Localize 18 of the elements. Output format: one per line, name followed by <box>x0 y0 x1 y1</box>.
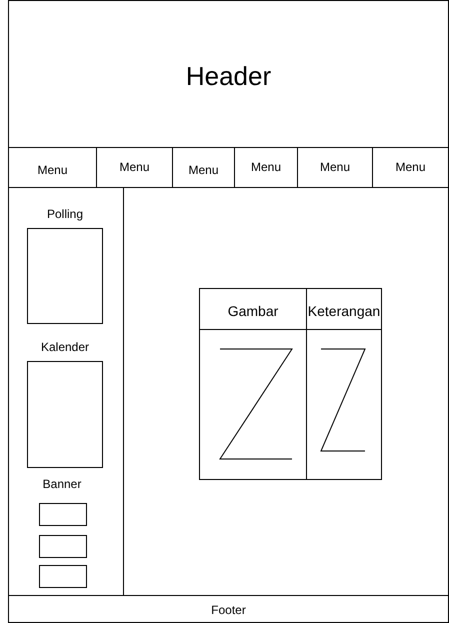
section-heading: Kalender <box>40 340 90 354</box>
column-heading: Gambar <box>226 303 280 319</box>
banner-box <box>39 503 87 526</box>
header-section <box>8 0 449 148</box>
column-heading: Keterangan <box>307 303 381 319</box>
section-label: Menu <box>118 160 151 174</box>
section-label: Footer <box>210 603 247 617</box>
section-label: Menu <box>318 160 352 174</box>
footer-section <box>8 595 449 623</box>
section-label: Menu <box>36 163 69 177</box>
banner-box <box>39 535 87 558</box>
section-label: Header <box>184 61 272 92</box>
section-heading: Banner <box>42 477 82 491</box>
banner-box <box>39 565 87 588</box>
section-label: Menu <box>250 160 282 174</box>
section-label: Menu <box>394 160 427 174</box>
section-label: Menu <box>187 163 220 177</box>
section-heading: Polling <box>46 207 84 221</box>
